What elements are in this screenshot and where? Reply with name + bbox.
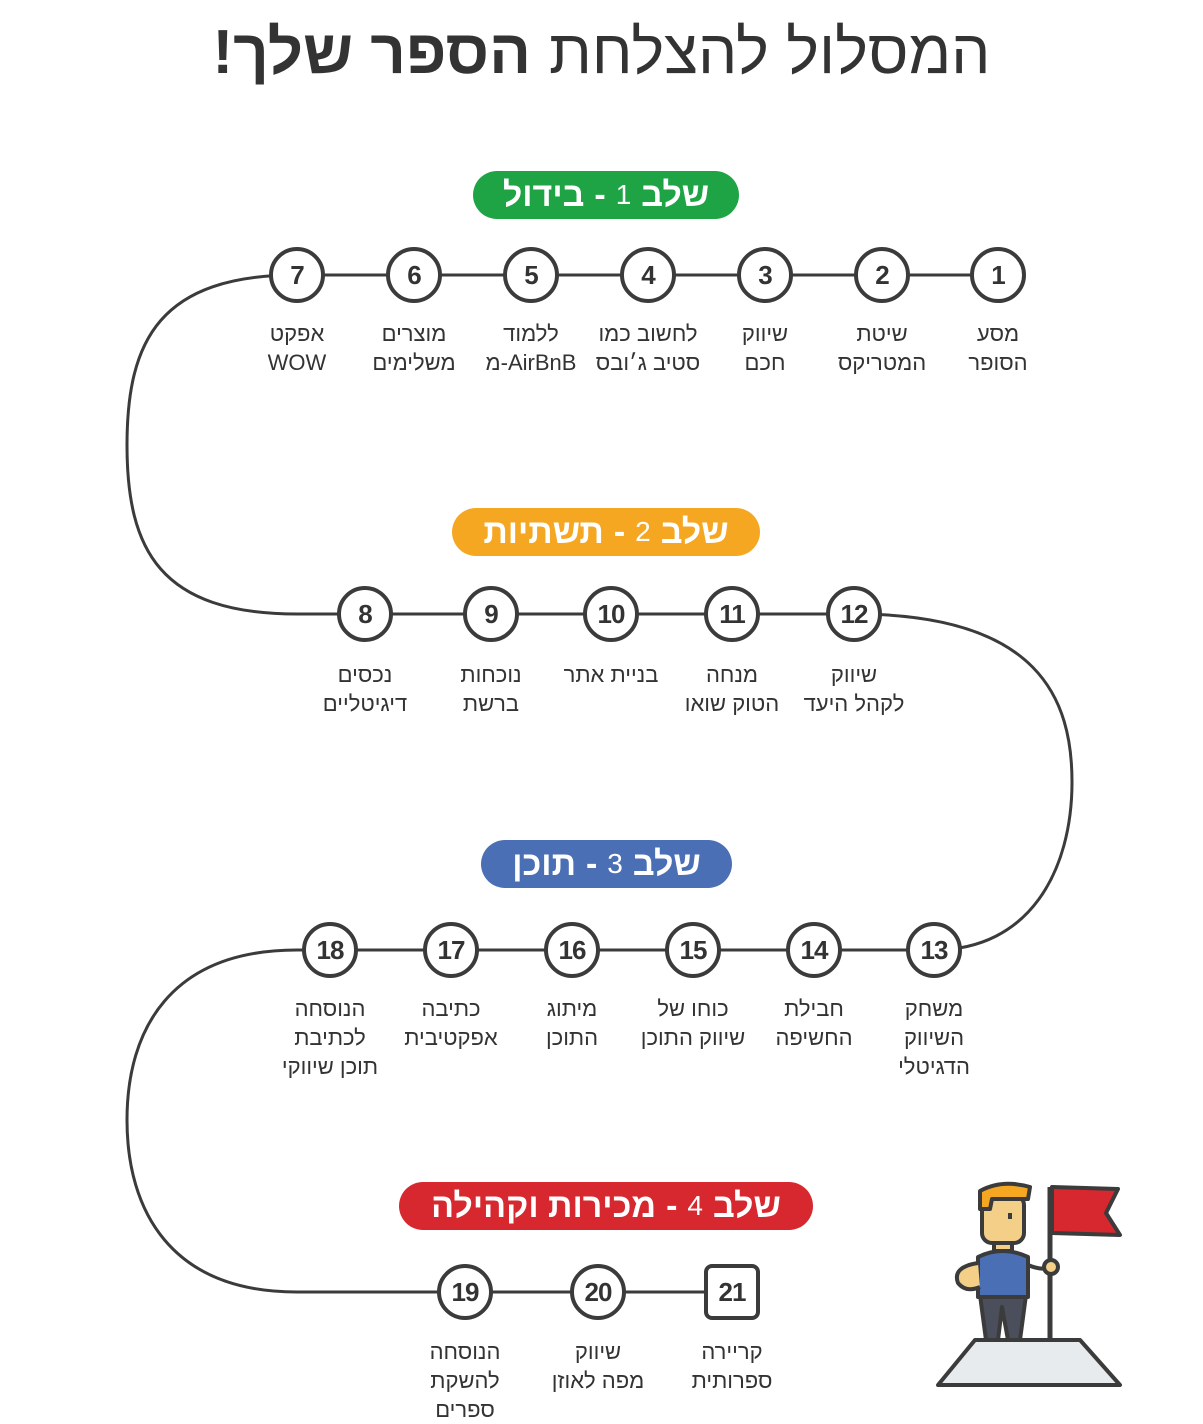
stage-name: מכירות וקהילה [431, 1186, 657, 1225]
step-18-node: 18 [302, 922, 358, 978]
stage-number: 2 [635, 516, 651, 547]
stage-number: 4 [687, 1190, 703, 1221]
step-10-label: בניית אתר [563, 662, 659, 687]
step-6-node: 6 [386, 247, 442, 303]
step-16-node: 16 [544, 922, 600, 978]
stage-2-pill: שלב 2 - תשתיות [452, 508, 760, 556]
stage-dash: - [585, 844, 598, 883]
title-bold: הספר שלך! [212, 17, 531, 87]
step-5-node: 5 [503, 247, 559, 303]
step-1-node: 1 [970, 247, 1026, 303]
step-14-node: 14 [786, 922, 842, 978]
stage-dash: - [613, 512, 626, 551]
step-19-node: 19 [437, 1264, 493, 1320]
stage-number: 1 [615, 179, 632, 210]
stage-name: תוכן [512, 844, 576, 883]
step-12-node: 12 [826, 586, 882, 642]
stage-prefix: שלב [712, 1186, 781, 1225]
stage-number: 3 [607, 848, 623, 879]
stage-dash: - [594, 175, 606, 214]
stage-name: תשתיות [483, 512, 604, 551]
title-light: המסלול להצלחת [548, 17, 991, 87]
step-8-node: 8 [337, 586, 393, 642]
step-20-node: 20 [570, 1264, 626, 1320]
step-4-node: 4 [620, 247, 676, 303]
stage-prefix: שלב [641, 175, 710, 214]
stage-prefix: שלב [632, 844, 701, 883]
page-title: המסלול להצלחת הספר שלך! [0, 12, 1203, 92]
step-11-node: 11 [704, 586, 760, 642]
stage-name: בידול [502, 175, 585, 214]
stage-1-pill: שלב 1 - בידול [473, 171, 739, 219]
stage-dash: - [666, 1186, 678, 1225]
stage-4-pill: שלב 4 - מכירות וקהילה [399, 1182, 813, 1230]
step-2-node: 2 [854, 247, 910, 303]
step-3-node: 3 [737, 247, 793, 303]
step-9-node: 9 [463, 586, 519, 642]
step-21-node: 21 [704, 1264, 760, 1320]
stage-prefix: שלב [660, 512, 729, 551]
step-13-node: 13 [906, 922, 962, 978]
stage-3-pill: שלב 3 - תוכן [481, 840, 732, 888]
step-10-node: 10 [583, 586, 639, 642]
step-17-node: 17 [423, 922, 479, 978]
summit-flag-illustration [936, 1181, 1122, 1387]
step-7-node: 7 [269, 247, 325, 303]
step-15-node: 15 [665, 922, 721, 978]
